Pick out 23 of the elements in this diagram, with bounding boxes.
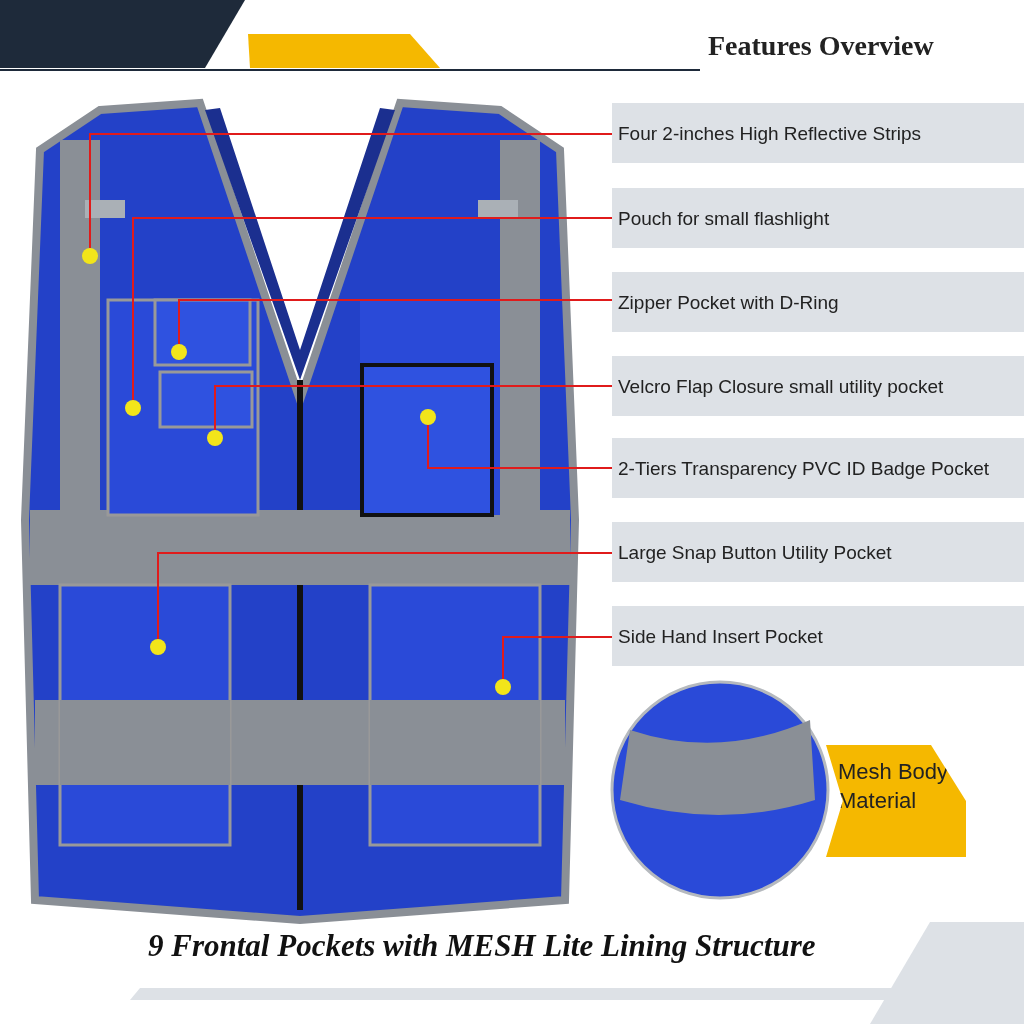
leader-line [214,385,613,431]
leader-line [427,424,613,469]
leader-line [502,636,613,680]
feature-text: Side Hand Insert Pocket [618,624,823,649]
feature-text: Pouch for small flashlight [618,206,830,231]
leader-line [178,299,613,345]
feature-text: Velcro Flap Closure small utility pocket [618,374,944,399]
feature-label-band [612,188,1024,248]
leader-line [132,217,613,401]
leader-line [89,133,613,249]
feature-text: Large Snap Button Utility Pocket [618,540,892,565]
title: Features Overview [708,30,934,62]
caption: 9 Frontal Pockets with MESH Lite Lining Structure [148,928,816,964]
feature-text: Zipper Pocket with D-Ring [618,290,839,315]
feature-label-band [612,606,1024,666]
feature-label-band [612,272,1024,332]
feature-label-band [612,103,1024,163]
feature-label-band [612,438,1024,498]
feature-text: 2-Tiers Transparency PVC ID Badge Pocket [618,456,989,481]
feature-label-band [612,356,1024,416]
feature-label-band [612,522,1024,582]
leader-line [157,552,613,640]
feature-text: Four 2-inches High Reflective Strips [618,121,922,146]
